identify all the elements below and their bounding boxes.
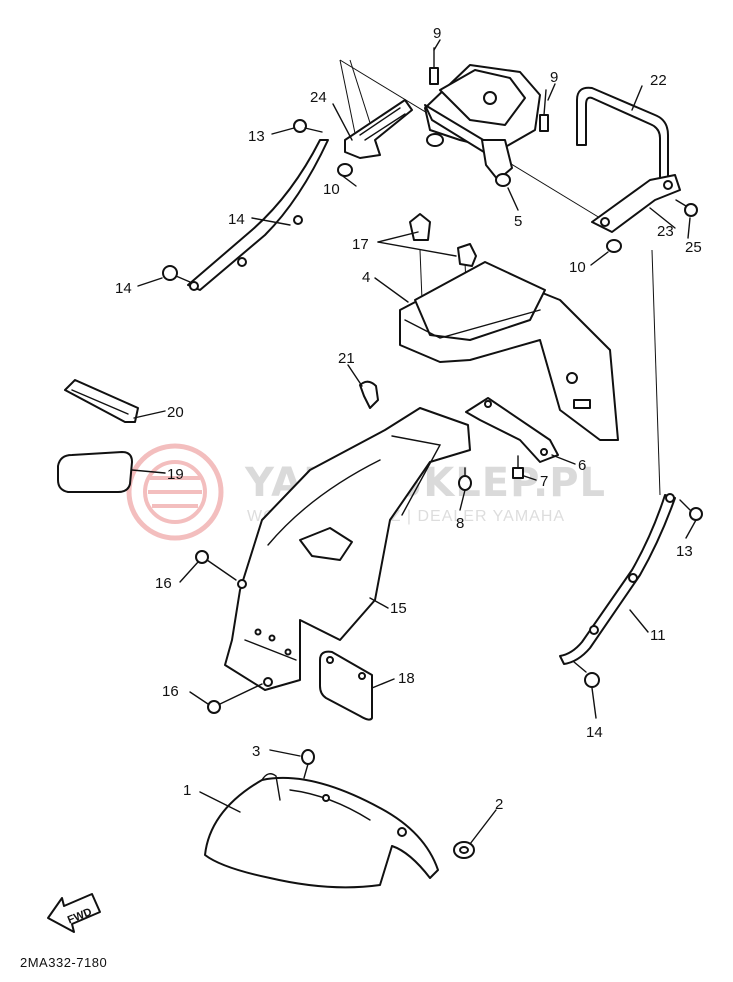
callout-4: 4 xyxy=(362,269,370,286)
part-11-stay-right xyxy=(559,493,676,665)
part-16-fastener-top xyxy=(195,550,237,581)
part-23-bracket xyxy=(591,174,681,233)
callout-2: 2 xyxy=(495,796,503,813)
part-7-screw xyxy=(512,455,524,479)
callout-15: 15 xyxy=(390,600,407,617)
callout-13-right: 13 xyxy=(676,543,693,560)
part-13-bolt-top xyxy=(293,119,323,133)
part-13-bolt-right xyxy=(679,499,703,521)
callout-5: 5 xyxy=(514,213,522,230)
part-21-clamp xyxy=(359,380,379,409)
callout-14-left: 14 xyxy=(115,280,132,297)
part-12-stay-left xyxy=(187,139,329,291)
callout-1: 1 xyxy=(183,782,191,799)
part-22-grab-bar xyxy=(576,86,669,191)
callout-16-bottom: 16 xyxy=(162,683,179,700)
part-20-strap xyxy=(64,379,139,423)
watermark-logo xyxy=(126,443,224,541)
callout-18: 18 xyxy=(398,670,415,687)
callout-21: 21 xyxy=(338,350,355,367)
part-9-bolt-left xyxy=(429,47,439,85)
part-5-seat-bracket xyxy=(424,64,541,187)
callout-numbers: 9 9 24 13 10 5 22 23 25 10 14 14 17 4 21… xyxy=(115,25,702,813)
callout-11: 11 xyxy=(650,627,666,644)
callout-6: 6 xyxy=(578,457,586,474)
forward-direction-arrow: FWD xyxy=(47,893,101,933)
callout-8: 8 xyxy=(456,515,464,532)
part-3-bolt xyxy=(301,749,315,779)
callout-23: 23 xyxy=(657,223,674,240)
callout-9-left: 9 xyxy=(433,25,441,42)
callout-13-top: 13 xyxy=(248,128,265,145)
part-6-bracket xyxy=(465,397,559,463)
callout-20: 20 xyxy=(167,404,184,421)
part-25-bolt xyxy=(675,199,698,217)
part-24-bracket xyxy=(344,99,413,159)
callout-10-left: 10 xyxy=(323,181,340,198)
callout-24: 24 xyxy=(310,89,327,106)
part-1-front-fender xyxy=(204,773,439,889)
part-2-cap xyxy=(453,841,475,859)
part-10-nut-right xyxy=(606,239,622,253)
part-17-clip-right xyxy=(457,243,477,267)
part-14-bolt-right xyxy=(573,661,600,688)
callout-14-right: 14 xyxy=(586,724,603,741)
callout-25: 25 xyxy=(685,239,702,256)
part-4-tray xyxy=(399,261,619,441)
callout-3: 3 xyxy=(252,743,260,760)
callout-9-right: 9 xyxy=(550,69,558,86)
part-18-plate xyxy=(319,650,373,721)
part-17-clip-left xyxy=(409,213,431,241)
callout-leaders xyxy=(131,39,697,845)
part-15-rear-fender xyxy=(224,407,471,691)
callout-19: 19 xyxy=(167,466,184,483)
callout-16-top: 16 xyxy=(155,575,172,592)
part-16-fastener-bottom xyxy=(207,683,263,714)
part-10-nut-left xyxy=(337,163,353,177)
callout-12: 14 xyxy=(228,211,245,228)
callout-7: 7 xyxy=(540,473,548,490)
callout-22: 22 xyxy=(650,72,667,89)
part-19-pad xyxy=(57,451,133,493)
callout-10-right: 10 xyxy=(569,259,586,276)
part-9-bolt-right xyxy=(539,89,549,132)
drawing-code: 2MA332-7180 xyxy=(20,955,107,970)
callout-17: 17 xyxy=(352,236,369,253)
part-14-bolt-left xyxy=(162,265,191,283)
